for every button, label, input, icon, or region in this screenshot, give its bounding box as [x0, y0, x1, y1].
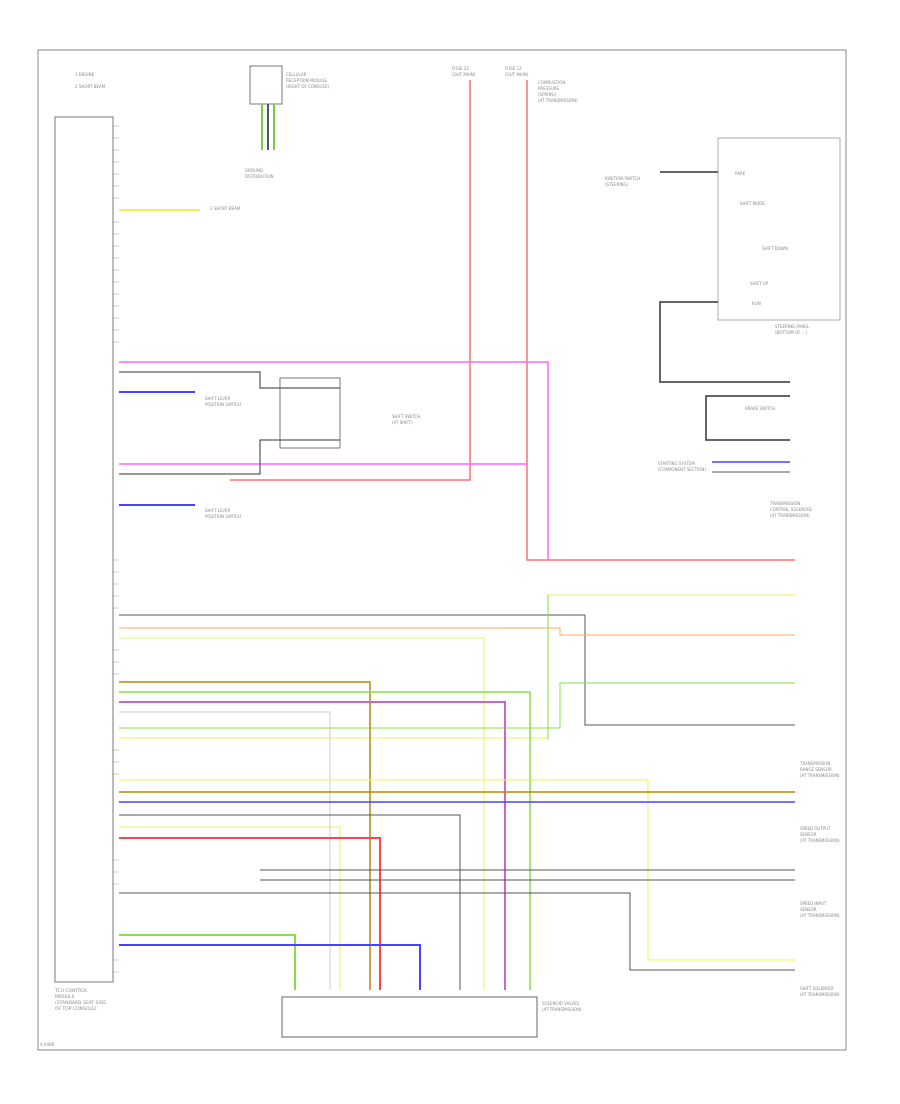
ignition-label-2: (STEERING) [605, 182, 629, 187]
speed-output-label-2: SENSOR [800, 832, 817, 837]
trans-ctrl-label-3: (AT TRANSMISSION) [770, 513, 810, 518]
switch-run: RUN [752, 301, 761, 306]
speed-input-label-1: SPEED INPUT [800, 901, 827, 906]
fuse1-label-2: (OUT MAIN) [452, 72, 476, 77]
steering-panel-label-2: (BOTTOM OF ...) [775, 330, 808, 335]
tcu-label-3: (STANDARD SEAT SIDE [55, 1000, 106, 1006]
shift-lever-label-4: POSITION SWITCH [205, 514, 241, 519]
cellular-label-2: RECEPTION MODULE [286, 78, 328, 83]
wire-blue-solenoid [119, 944, 421, 990]
speed-input-label-3: (AT TRANSMISSION) [800, 913, 840, 918]
trans-range-label-1: TRANSMISSION [799, 761, 830, 766]
shift-solenoid-label-2: (AT TRANSMISSION) [800, 992, 840, 997]
combustion-label-1: COMBUSTION [538, 80, 565, 85]
wire-red-fuse1 [230, 80, 471, 481]
trans-range-label-3: (AT TRANSMISSION) [800, 773, 840, 778]
shift-solenoid-label-1: SHIFT SOLENOID [800, 986, 834, 991]
combustion-label-3: (SPRING) [538, 92, 557, 97]
switch-shift-mode: SHIFT MODE [740, 201, 765, 206]
footer-code: 4-0488 [40, 1042, 55, 1047]
wire-white-1 [119, 711, 331, 990]
wire-brake-dark [705, 395, 790, 441]
wire-red-fuse2 [526, 80, 795, 561]
wire-gray-trans [119, 892, 795, 971]
shift-lever-label-3: SHIFT LEVER [205, 508, 231, 513]
steering-panel-box [717, 137, 841, 321]
cellular-label-3: (RIGHT OF CONSOLE) [286, 84, 329, 89]
tcu-pin-ticks [113, 125, 119, 973]
speed-output-label-3: (AT TRANSMISSION) [800, 838, 840, 843]
steering-panel-label-1: STEERING PANEL [775, 324, 810, 329]
tcu-label-4: OF TOP CONSOLE) [55, 1006, 97, 1012]
wire-pink-upper [119, 361, 549, 560]
fuse1-label-1: FUSE 33 [452, 66, 469, 71]
cellular-module-box [249, 65, 283, 105]
wire-dark-1 [119, 371, 340, 389]
wire-orange [119, 627, 795, 636]
tcu-label-1: TCU CONTROL [54, 988, 88, 994]
shift-switch-box [279, 377, 341, 449]
trans-range-label-2: RANGE SENSOR [800, 767, 832, 772]
shift-lever-label-2: POSITION SWITCH [205, 402, 241, 407]
switch-shift-up: SHIFT UP [750, 281, 769, 286]
shift-lever-label-1: SHIFT LEVER [205, 396, 231, 401]
legend-item-1: 1 ENGINE [75, 72, 95, 77]
ground-dist-label-2: DISTRIBUTION [245, 174, 274, 179]
wire-green-1 [119, 691, 531, 990]
trans-ctrl-label-2: CONTROL SOLENOID [770, 507, 812, 512]
brake-switch-label: BRAKE SWITCH [745, 406, 775, 411]
wire-gray-range [584, 615, 795, 726]
switch-shift-down: SHIFT DOWN [762, 246, 788, 251]
ground-dist-label-1: GROUND [245, 168, 263, 173]
legend-item-2: 2 SHORT BEAM [75, 84, 106, 89]
shift-switch-label-2: (AT SHIFT) [392, 420, 413, 425]
wire-gray-solenoid [119, 814, 461, 990]
wire-violet-1 [119, 701, 506, 990]
wire-green-solenoid [119, 934, 296, 990]
fuse2-label-1: FUSE 12 [505, 66, 522, 71]
switch-park: PARK [735, 171, 746, 176]
wire-yellow-solenoid [119, 826, 341, 990]
tcu-module-box [54, 116, 114, 983]
speed-output-label-1: SPEED OUTPUT [800, 826, 831, 831]
wire-steering-dark [659, 301, 790, 383]
shift-switch-label-1: SHIFT SWITCH [392, 414, 420, 419]
starting-label-1: STARTING SYSTEM [658, 461, 695, 466]
diagram-frame [37, 49, 847, 1051]
solenoid-valves-label-1: SOLENOID VALVES [542, 1001, 579, 1006]
combustion-label-2: PRESSURE [538, 86, 560, 91]
starting-label-2: (COMPONENT SECTION) [658, 467, 706, 472]
short-beam-label: 2 SHORT BEAM [210, 206, 241, 211]
solenoid-valve-block [281, 996, 538, 1038]
fuse2-label-2: (OUT MAIN) [505, 72, 529, 77]
wire-yellow-long [119, 637, 485, 990]
solenoid-valves-label-2: (AT TRANSMISSION) [542, 1007, 582, 1012]
wire-brown-1 [119, 681, 371, 990]
trans-ctrl-label-1: TRANSMISSION [769, 501, 800, 506]
wire-dark-2 [119, 439, 340, 475]
cellular-label-1: CELLULAR [286, 72, 307, 77]
tcu-label-2: MODULE [55, 994, 75, 1000]
wire-green-range [119, 682, 795, 729]
wire-red-solenoid [119, 837, 381, 990]
ignition-label-1: IGNITION SWITCH [605, 176, 640, 181]
combustion-label-4: (AT TRANSMISSION) [538, 98, 578, 103]
speed-input-label-2: SENSOR [800, 907, 817, 912]
